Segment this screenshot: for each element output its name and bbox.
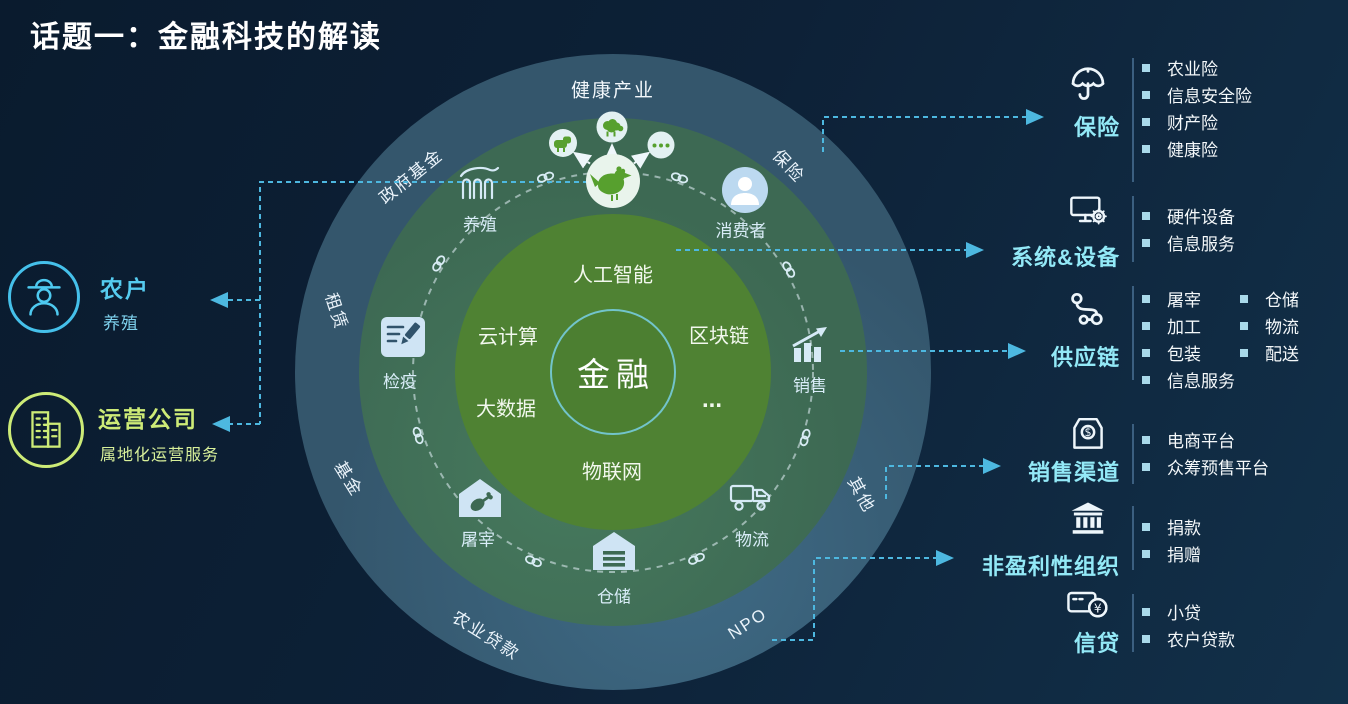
credit-card-icon: ¥ <box>1065 585 1111 623</box>
category-label-insurance: 保险 <box>1073 115 1120 140</box>
list-item: 信息安全险 <box>1142 81 1252 108</box>
category-label-nonprofit: 非盈利性组织 <box>981 554 1120 579</box>
monitor-gear-icon <box>1065 191 1111 231</box>
inner-item-ellipsis: ... <box>701 386 723 413</box>
inner-item-blockchain: 区块链 <box>689 325 749 348</box>
farmer-icon <box>8 261 80 333</box>
list-item: 配送 <box>1240 339 1299 366</box>
divider <box>1132 196 1134 262</box>
category-label-system-equipment: 系统&设备 <box>1011 245 1120 270</box>
cow-icon <box>549 129 577 157</box>
page-title: 话题一：金融科技的解读 <box>30 21 382 54</box>
ring-label-logistics: 物流 <box>735 530 769 550</box>
chicken-icon <box>586 154 640 208</box>
warehouse-icon <box>591 530 637 572</box>
list-item: 小贷 <box>1142 598 1235 625</box>
center-label: 金融 <box>577 356 655 393</box>
chain-link-icon <box>684 549 707 568</box>
bank-icon <box>1065 500 1111 538</box>
slaughter-house-icon <box>456 476 504 520</box>
list-item: 财产险 <box>1142 108 1252 135</box>
quarantine-pen-icon <box>380 314 426 360</box>
list-item: 屠宰 <box>1142 285 1235 312</box>
divider <box>1132 594 1134 652</box>
supply-chain-route-icon <box>1065 290 1111 332</box>
operator-title: 运营公司 <box>98 406 198 432</box>
list-item: 电商平台 <box>1142 426 1269 453</box>
chain-link-icon <box>779 258 800 281</box>
list-item: 众筹预售平台 <box>1142 453 1269 480</box>
svg-text:$: $ <box>1084 426 1091 439</box>
divider <box>1132 286 1134 380</box>
category-label-supply-chain: 供应链 <box>1050 345 1120 370</box>
list-item: 捐款 <box>1142 513 1201 540</box>
inner-item-ai: 人工智能 <box>573 264 653 287</box>
chain-link-icon <box>429 251 450 274</box>
umbrella-icon <box>1065 66 1111 104</box>
sales-chart-icon <box>789 324 835 366</box>
list-item: 农业险 <box>1142 54 1252 81</box>
shop-dollar-icon: $ <box>1065 413 1111 455</box>
ellipsis-icon <box>647 131 675 159</box>
ring-label-sales: 销售 <box>793 376 827 396</box>
chain-link-icon <box>409 424 427 447</box>
ring-label-consumer: 消费者 <box>715 221 767 241</box>
truck-icon <box>729 480 777 516</box>
list-item: 信息服务 <box>1142 366 1235 393</box>
farmer-title: 农户 <box>100 276 150 302</box>
svg-text:¥: ¥ <box>1094 601 1102 615</box>
credit-items: 小贷 农户贷款 <box>1142 598 1235 652</box>
list-item: 健康险 <box>1142 135 1252 162</box>
list-item: 捐赠 <box>1142 540 1201 567</box>
chain-link-icon <box>521 552 544 571</box>
list-item: 包装 <box>1142 339 1235 366</box>
divider <box>1132 424 1134 484</box>
inner-item-iot: 物联网 <box>582 461 642 484</box>
center-circle: 金融 <box>550 309 676 435</box>
nonprofit-items: 捐款 捐赠 <box>1142 513 1201 567</box>
supply-chain-items-col2: 仓储 物流 配送 <box>1240 285 1299 366</box>
list-item: 信息服务 <box>1142 229 1235 256</box>
ring-label-slaughter: 屠宰 <box>461 530 495 550</box>
divider <box>1132 58 1134 182</box>
buildings-icon <box>8 392 84 468</box>
operator-subtitle: 属地化运营服务 <box>100 447 220 464</box>
list-item: 加工 <box>1142 312 1235 339</box>
sales-channel-items: 电商平台 众筹预售平台 <box>1142 426 1269 480</box>
supply-chain-items-col1: 屠宰 加工 包装 信息服务 <box>1142 285 1235 393</box>
category-label-sales-channel: 销售渠道 <box>1027 460 1120 485</box>
category-label-credit: 信贷 <box>1073 631 1120 656</box>
list-item: 硬件设备 <box>1142 202 1235 229</box>
system-items: 硬件设备 信息服务 <box>1142 202 1235 256</box>
list-item: 仓储 <box>1240 285 1299 312</box>
chain-link-icon <box>535 168 558 186</box>
chain-link-icon <box>796 427 813 450</box>
person-icon <box>722 167 768 213</box>
ring-label-quarantine: 检疫 <box>383 372 417 392</box>
ring-label-breeding: 养殖 <box>463 215 497 235</box>
fence-cow-icon <box>456 162 504 206</box>
farmer-subtitle: 养殖 <box>103 314 139 333</box>
list-item: 农户贷款 <box>1142 625 1235 652</box>
inner-item-cloud: 云计算 <box>478 326 538 349</box>
divider <box>1132 506 1134 570</box>
insurance-items: 农业险 信息安全险 财产险 健康险 <box>1142 54 1252 162</box>
inner-item-bigdata: 大数据 <box>476 398 536 421</box>
list-item: 物流 <box>1240 312 1299 339</box>
health-industry-label: 健康产业 <box>570 80 656 102</box>
chain-link-icon <box>669 169 692 187</box>
sheep-icon <box>596 111 628 143</box>
ring-label-warehouse: 仓储 <box>597 587 631 607</box>
